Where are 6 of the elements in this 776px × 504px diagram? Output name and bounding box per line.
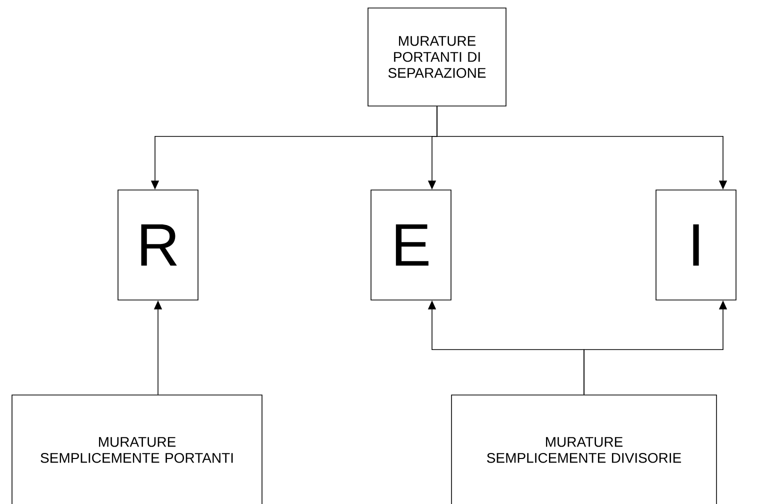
letter-box: R bbox=[118, 190, 198, 300]
category-box: MURATURE SEMPLICEMENTE DIVISORIE bbox=[451, 394, 717, 504]
category-box: MURATURE SEMPLICEMENTE PORTANTI bbox=[12, 394, 262, 504]
title-box: MURATURE PORTANTI DI SEPARAZIONE bbox=[368, 8, 506, 106]
letter-box: I bbox=[656, 190, 736, 300]
letter-box: E bbox=[370, 190, 452, 300]
